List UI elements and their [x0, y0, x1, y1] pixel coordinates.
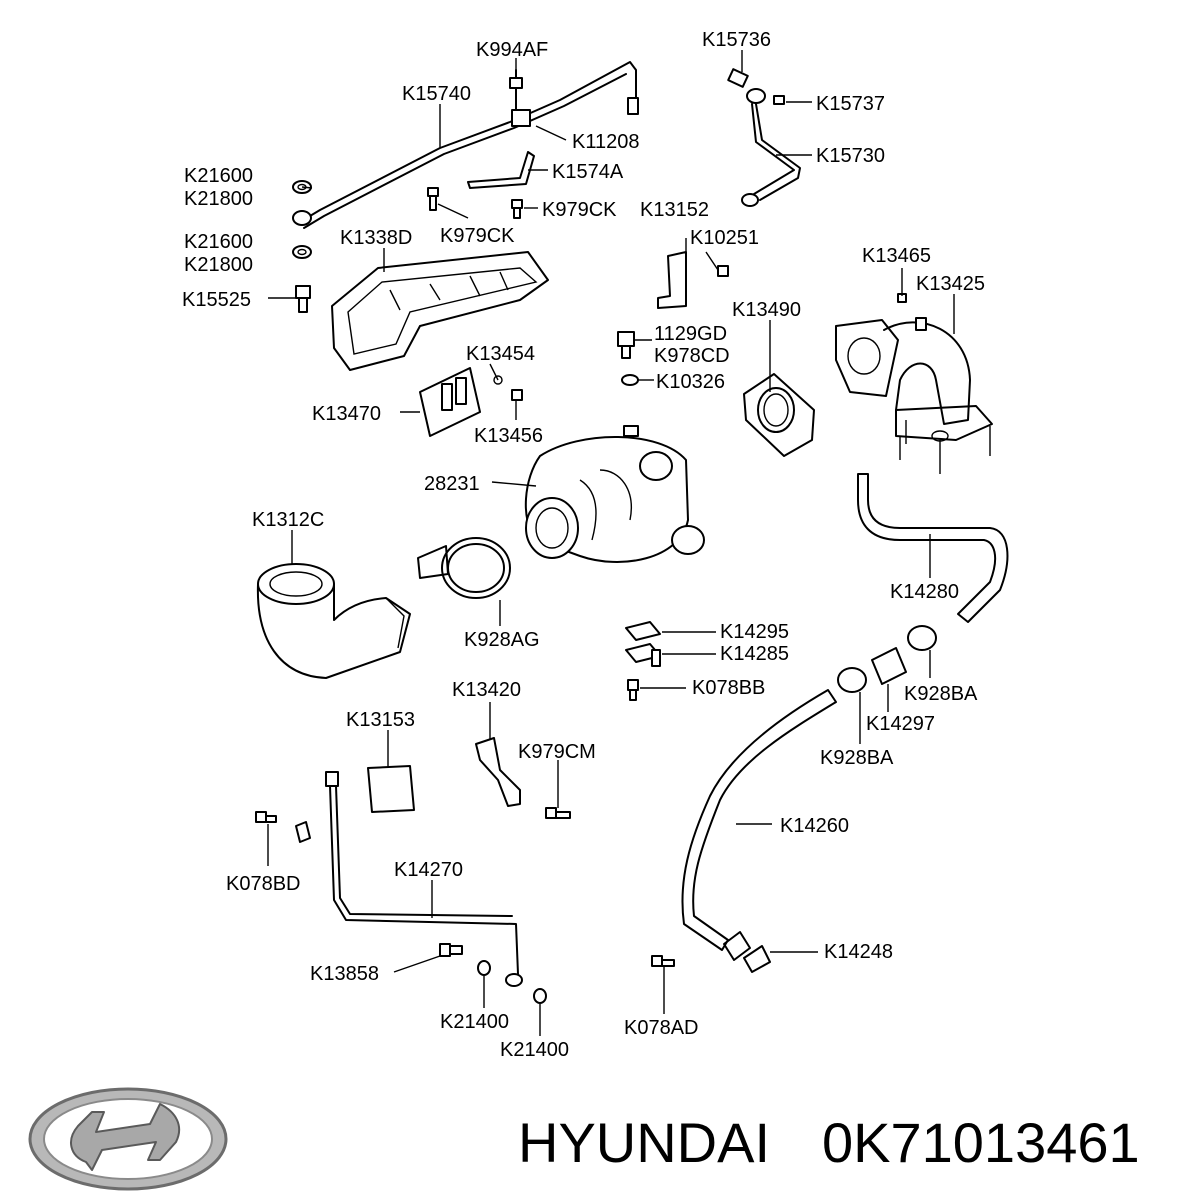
label-k13470: K13470: [312, 403, 381, 425]
exhaust-elbow-k13425: [835, 293, 993, 474]
bracket-k13153: [367, 765, 415, 813]
label-k979cm: K979CM: [518, 741, 596, 763]
bracket-k13420: [475, 737, 571, 819]
oil-return-pipe-k15730: [727, 68, 801, 207]
label-k14295: K14295: [720, 621, 789, 643]
clamps-k928ba: [837, 625, 937, 693]
intake-elbow-k1312c: [256, 563, 411, 679]
part-number: 0K71013461: [822, 1111, 1140, 1174]
brand-name: HYUNDAI: [518, 1111, 770, 1174]
label-k14297: K14297: [866, 713, 935, 735]
label-k14270: K14270: [394, 859, 463, 881]
label-k15737: K15737: [816, 93, 885, 115]
label-k13153: K13153: [346, 709, 415, 731]
label-k14248: K14248: [824, 941, 893, 963]
label-k13858: K13858: [310, 963, 379, 985]
gasket-k13470: [419, 367, 523, 437]
bolt-k078bd: [255, 811, 311, 843]
label-k1338d: K1338D: [340, 227, 412, 249]
label-k10326: K10326: [656, 371, 725, 393]
label-k21800-a: K21800: [184, 188, 253, 210]
label-k13456: K13456: [474, 425, 543, 447]
label-k10251: K10251: [690, 227, 759, 249]
oil-feed-pipe-k15740: [292, 61, 639, 229]
label-k21600-a: K21600: [184, 165, 253, 187]
label-k14280: K14280: [890, 581, 959, 603]
label-k21400-b: K21400: [500, 1039, 569, 1061]
label-k078ad: K078AD: [624, 1017, 699, 1039]
turbocharger-28231: [524, 425, 705, 563]
label-k15736: K15736: [702, 29, 771, 51]
bolt-k13858: [439, 943, 547, 1004]
label-k979ck-b: K979CK: [542, 199, 617, 221]
bolt-k15525: [295, 285, 311, 313]
label-k21400-a: K21400: [440, 1011, 509, 1033]
bolts-k979ck: [427, 187, 523, 219]
flange-k13490: [743, 373, 815, 457]
label-k13425: K13425: [916, 273, 985, 295]
label-k928ag: K928AG: [464, 629, 540, 651]
label-k994af: K994AF: [476, 39, 548, 61]
label-k078bd: K078BD: [226, 873, 301, 895]
part-labels: K994AF K15740 K11208 K15736 K15737 K1573…: [182, 29, 985, 1061]
hyundai-logo: [28, 1087, 228, 1191]
gaskets-k14295-k14285: [625, 621, 661, 701]
label-k13420: K13420: [452, 679, 521, 701]
label-k11208: K11208: [572, 131, 639, 153]
label-28231: 28231: [424, 473, 480, 495]
bolt-k078ad: [651, 955, 675, 967]
label-1129gd: 1129GD: [654, 323, 727, 345]
label-k978cd: K978CD: [654, 345, 730, 367]
gasket-k14248: [723, 931, 771, 973]
label-k1574a: K1574A: [552, 161, 624, 183]
oil-pipe-k14270: [325, 771, 523, 987]
bolt-1129gd: [617, 331, 639, 386]
label-k13152: K13152: [640, 199, 709, 221]
label-k21800-b: K21800: [184, 254, 253, 276]
label-k13490: K13490: [732, 299, 801, 321]
label-k15740: K15740: [402, 83, 471, 105]
label-k13465: K13465: [862, 245, 931, 267]
label-k979ck-a: K979CK: [440, 225, 515, 247]
label-k14260: K14260: [780, 815, 849, 837]
label-k15730: K15730: [816, 145, 885, 167]
label-k13454: K13454: [466, 343, 535, 365]
leader-lines: [267, 50, 955, 1036]
clamp-k928ag: [417, 537, 511, 599]
label-k14285: K14285: [720, 643, 789, 665]
label-k15525: K15525: [182, 289, 251, 311]
label-k078bb: K078BB: [692, 677, 765, 699]
hose-k14280: [857, 473, 1009, 623]
label-k928ba-b: K928BA: [820, 747, 894, 769]
label-k928ba-a: K928BA: [904, 683, 978, 705]
bracket-k13152: [657, 251, 687, 309]
label-k21600-b: K21600: [184, 231, 253, 253]
label-k1312c: K1312C: [252, 509, 324, 531]
heat-shield-k1338d: [331, 251, 549, 371]
bracket-k1574a: [467, 151, 535, 189]
